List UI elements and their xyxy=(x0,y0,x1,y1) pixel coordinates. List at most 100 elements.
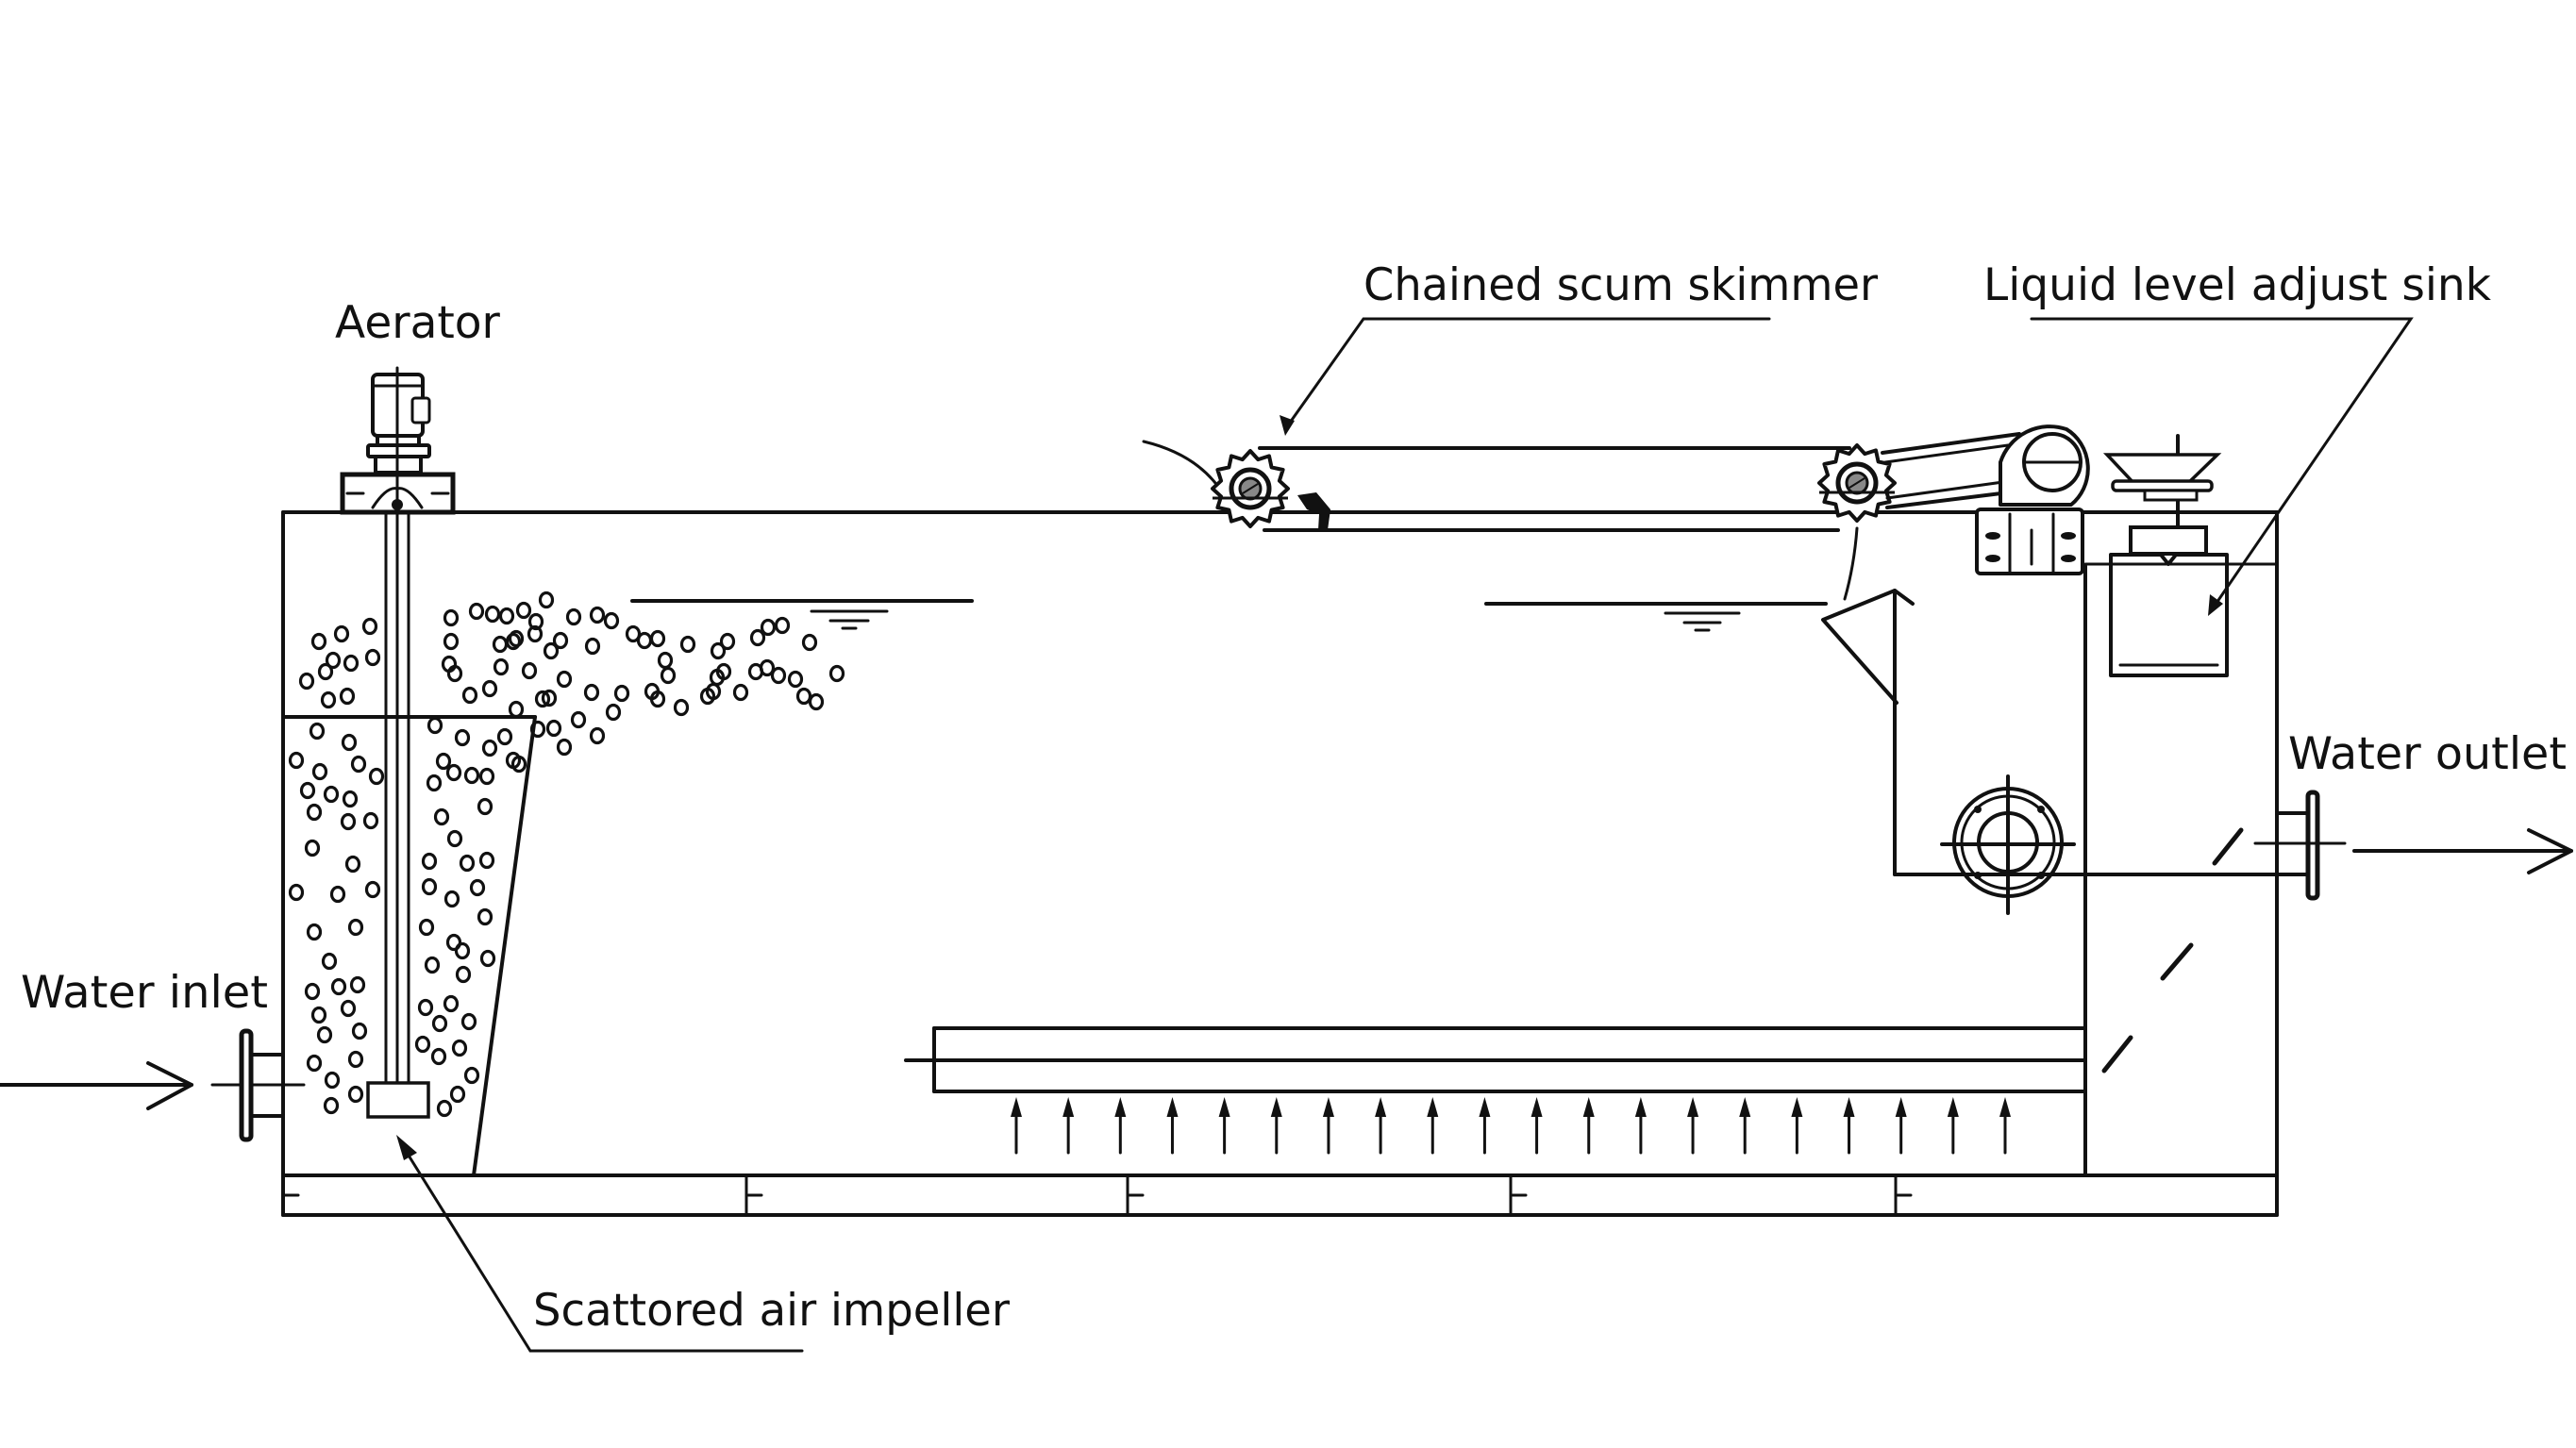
air-bubble xyxy=(329,885,346,904)
chained-scum-skimmer xyxy=(1142,424,2090,601)
sink-box xyxy=(2109,553,2229,677)
air-bubble xyxy=(324,1071,341,1090)
air-bubble xyxy=(679,635,696,654)
label-water-outlet: Water outlet xyxy=(2288,728,2567,780)
air-bubble xyxy=(443,608,460,627)
air-bubble xyxy=(613,684,630,703)
air-bubble xyxy=(435,752,452,771)
air-bubble xyxy=(349,975,366,994)
air-bubble xyxy=(443,994,460,1013)
air-bubble xyxy=(749,628,766,647)
air-bubble xyxy=(421,877,438,896)
air-bubble xyxy=(427,716,443,735)
air-bubble xyxy=(492,635,509,654)
upflow-arrow-head xyxy=(1322,1097,1334,1117)
air-bubble xyxy=(774,616,791,635)
label-chained-scum-skimmer: Chained scum skimmer xyxy=(1363,259,1879,311)
air-bubble xyxy=(306,1054,323,1073)
leader-lines xyxy=(396,317,2414,1353)
skimmer-hose xyxy=(1843,526,1859,601)
air-bubble xyxy=(770,666,787,685)
sprocket-axle-mark xyxy=(1242,483,1259,494)
label-aerator: Aerator xyxy=(335,297,501,349)
air-bubble xyxy=(449,1085,466,1104)
air-bubble xyxy=(298,672,315,691)
leader-sink-arrowhead xyxy=(2208,594,2223,616)
air-bubble xyxy=(732,683,749,702)
air-bubble xyxy=(570,710,587,729)
liquid-level-adjust-sink xyxy=(2083,434,2279,677)
label-scattored-air-impeller: Scattored air impeller xyxy=(533,1285,1011,1337)
air-bubble xyxy=(288,883,305,902)
air-bubble xyxy=(468,602,485,621)
sprocket-axle-mark xyxy=(1848,477,1865,489)
air-bubble xyxy=(603,611,620,630)
scum-weir-triangle xyxy=(1821,589,1915,705)
flange-bolt xyxy=(2037,806,2045,813)
air-bubble xyxy=(341,733,358,752)
drive-belt-upper xyxy=(1881,432,2021,455)
drive-belt-mid1 xyxy=(1883,443,2010,464)
label-water-inlet: Water inlet xyxy=(21,967,268,1019)
air-bubble xyxy=(508,700,525,719)
upflow-arrow-head xyxy=(1011,1097,1022,1117)
flange-bolt xyxy=(1974,806,1982,813)
air-bubble xyxy=(481,739,498,757)
upflow-arrow-head xyxy=(1999,1097,2011,1117)
water-surfaces xyxy=(630,599,1828,632)
upflow-arrow-head xyxy=(1270,1097,1282,1117)
sink-top-block xyxy=(2129,525,2208,556)
air-bubble xyxy=(351,1022,368,1040)
flange-bolt xyxy=(1974,872,1982,879)
water-level-symbol-right xyxy=(1664,611,1741,632)
air-bubble xyxy=(505,751,522,770)
air-bubble xyxy=(344,855,361,874)
air-bubble xyxy=(418,918,435,937)
air-bubble xyxy=(496,727,513,746)
air-bubble xyxy=(527,612,544,631)
air-bubble xyxy=(333,624,350,643)
upflow-arrow-head xyxy=(1062,1097,1075,1117)
upflow-arrow-head xyxy=(1634,1097,1647,1117)
handwheel-collar xyxy=(2143,489,2199,502)
air-bubble xyxy=(364,880,381,899)
upflow-arrow-head xyxy=(1166,1097,1179,1117)
air-bubble xyxy=(498,607,515,625)
upflow-arrow-head xyxy=(1687,1097,1699,1117)
air-bubble xyxy=(459,854,476,873)
air-bubble xyxy=(649,690,666,708)
air-bubble xyxy=(342,790,359,808)
air-bubble xyxy=(583,683,600,702)
air-bubble xyxy=(508,629,525,648)
labels: Aerator Chained scum skimmer Liquid leve… xyxy=(21,259,2567,1337)
air-bubble xyxy=(445,763,462,782)
flange-bolt xyxy=(2037,872,2045,879)
air-bubble xyxy=(484,605,501,624)
air-bubble xyxy=(660,666,677,685)
air-bubble xyxy=(317,662,334,681)
inlet-flange-icon xyxy=(239,1028,254,1142)
air-bubble xyxy=(636,631,653,650)
tank-body xyxy=(281,510,2279,1217)
air-bubble xyxy=(584,637,601,656)
upflow-arrow-head xyxy=(1479,1097,1491,1117)
air-bubble xyxy=(463,766,480,785)
air-bubble xyxy=(515,601,532,620)
air-bubble xyxy=(545,719,562,738)
air-bubble xyxy=(469,878,486,897)
air-bubble xyxy=(347,1085,364,1104)
air-bubble xyxy=(477,797,493,816)
upflow-arrows xyxy=(1011,1097,2011,1155)
air-bubble xyxy=(343,654,360,673)
air-bubble xyxy=(801,633,818,652)
air-bubble xyxy=(310,632,327,651)
air-bubble xyxy=(478,767,495,786)
air-bubble xyxy=(493,657,510,676)
air-bubble xyxy=(368,767,385,786)
water-inlet xyxy=(0,1028,306,1142)
air-bubble xyxy=(306,803,323,822)
label-liquid-level-adjust-sink: Liquid level adjust sink xyxy=(1983,259,2492,311)
upflow-arrow-head xyxy=(1582,1097,1595,1117)
air-bubble xyxy=(350,755,367,774)
air-bubble xyxy=(441,655,458,674)
